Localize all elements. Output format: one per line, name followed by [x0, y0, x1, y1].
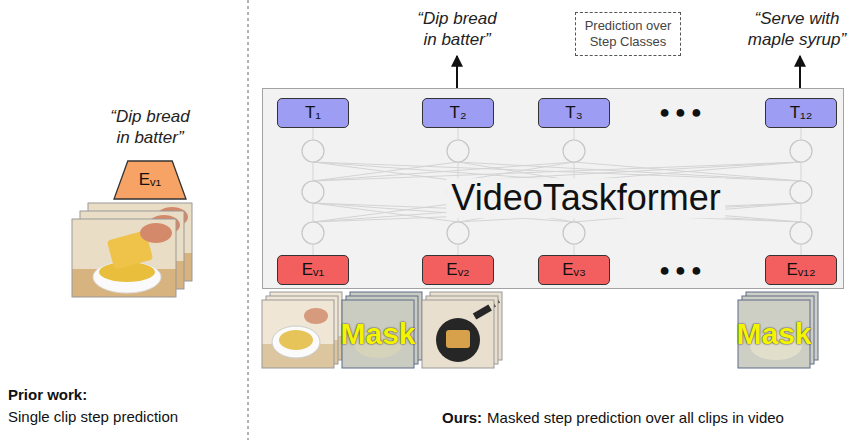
output-token: T₁: [277, 98, 349, 128]
panel-heading: Ours:: [442, 409, 482, 426]
video-frame: [72, 219, 176, 297]
node-text: T₁: [305, 103, 321, 123]
neuron: [447, 222, 469, 244]
frame-stack: [422, 292, 502, 368]
node-text: Eᵥ₃: [562, 260, 586, 280]
neuron: [790, 140, 812, 162]
neuron: [563, 222, 585, 244]
prediction-box: Prediction over Step Classes: [575, 12, 681, 56]
model-name: VideoTaskformer: [446, 178, 725, 218]
output-token: T₂: [422, 98, 494, 128]
step-label: “Dip bread in batter”: [105, 106, 195, 149]
neuron: [302, 181, 324, 203]
ellipsis: ●●●: [659, 260, 707, 281]
output-token: T₃: [538, 98, 610, 128]
attention-line: [313, 244, 314, 255]
node-text: Eᵥ₂: [446, 260, 469, 280]
panel-caption: Masked step prediction over all clips in…: [487, 409, 784, 426]
clip-embedding: Eᵥ₁₂: [765, 255, 837, 285]
caption-row: Ours: Masked step prediction over all cli…: [442, 409, 784, 426]
neuron: [447, 140, 469, 162]
attention-line: [458, 244, 459, 255]
panel-heading: Prior work:: [8, 386, 87, 403]
output-token: T₁₂: [765, 98, 837, 128]
transformer-box: VideoTaskformer T₁ T₂ T₃ T₁₂ Eᵥ₁ Eᵥ₂ Eᵥ₃ Eᵥ₁₂: [262, 88, 844, 289]
encoder-trapezoid: Eᵥ₁: [113, 160, 187, 200]
clip-embedding: Eᵥ₁: [277, 255, 349, 285]
trapezoid-shape: [114, 161, 186, 199]
panel-caption: Single clip step prediction: [8, 408, 178, 425]
neuron: [790, 222, 812, 244]
node-text: Eᵥ₁: [302, 260, 325, 280]
node-text: T₃: [565, 103, 582, 123]
neuron: [790, 181, 812, 203]
attention-line: [313, 203, 314, 222]
ellipsis: ●●●: [659, 102, 707, 123]
attention-line: [574, 244, 575, 255]
attention-line: [313, 128, 314, 140]
video-frame: [422, 300, 494, 368]
attention-line: [313, 162, 314, 181]
node-text: T₂: [450, 103, 467, 123]
neuron: [302, 222, 324, 244]
step-label: “Dip bread in batter”: [412, 8, 502, 51]
attention-line: [801, 128, 802, 140]
node-text: Eᵥ₁: [139, 170, 162, 190]
mask-label: Mask: [736, 317, 811, 351]
attention-line: [801, 244, 802, 255]
clip-embedding: Eᵥ₂: [422, 255, 494, 285]
attention-line: [574, 128, 575, 140]
frame-stack: [72, 203, 192, 297]
node-text: Eᵥ₁₂: [786, 260, 815, 280]
step-label: “Serve with maple syrup”: [743, 8, 851, 51]
neuron: [563, 140, 585, 162]
video-frame: [262, 300, 334, 368]
separator: [248, 0, 249, 440]
attention-line: [801, 203, 802, 222]
attention-line: [458, 128, 459, 140]
frame-stack: [262, 292, 342, 368]
attention-line: [801, 162, 802, 181]
mask-label: Mask: [340, 317, 415, 351]
neuron: [302, 140, 324, 162]
node-text: Prediction over Step Classes: [583, 18, 673, 49]
node-text: T₁₂: [790, 103, 813, 123]
clip-embedding: Eᵥ₃: [538, 255, 610, 285]
